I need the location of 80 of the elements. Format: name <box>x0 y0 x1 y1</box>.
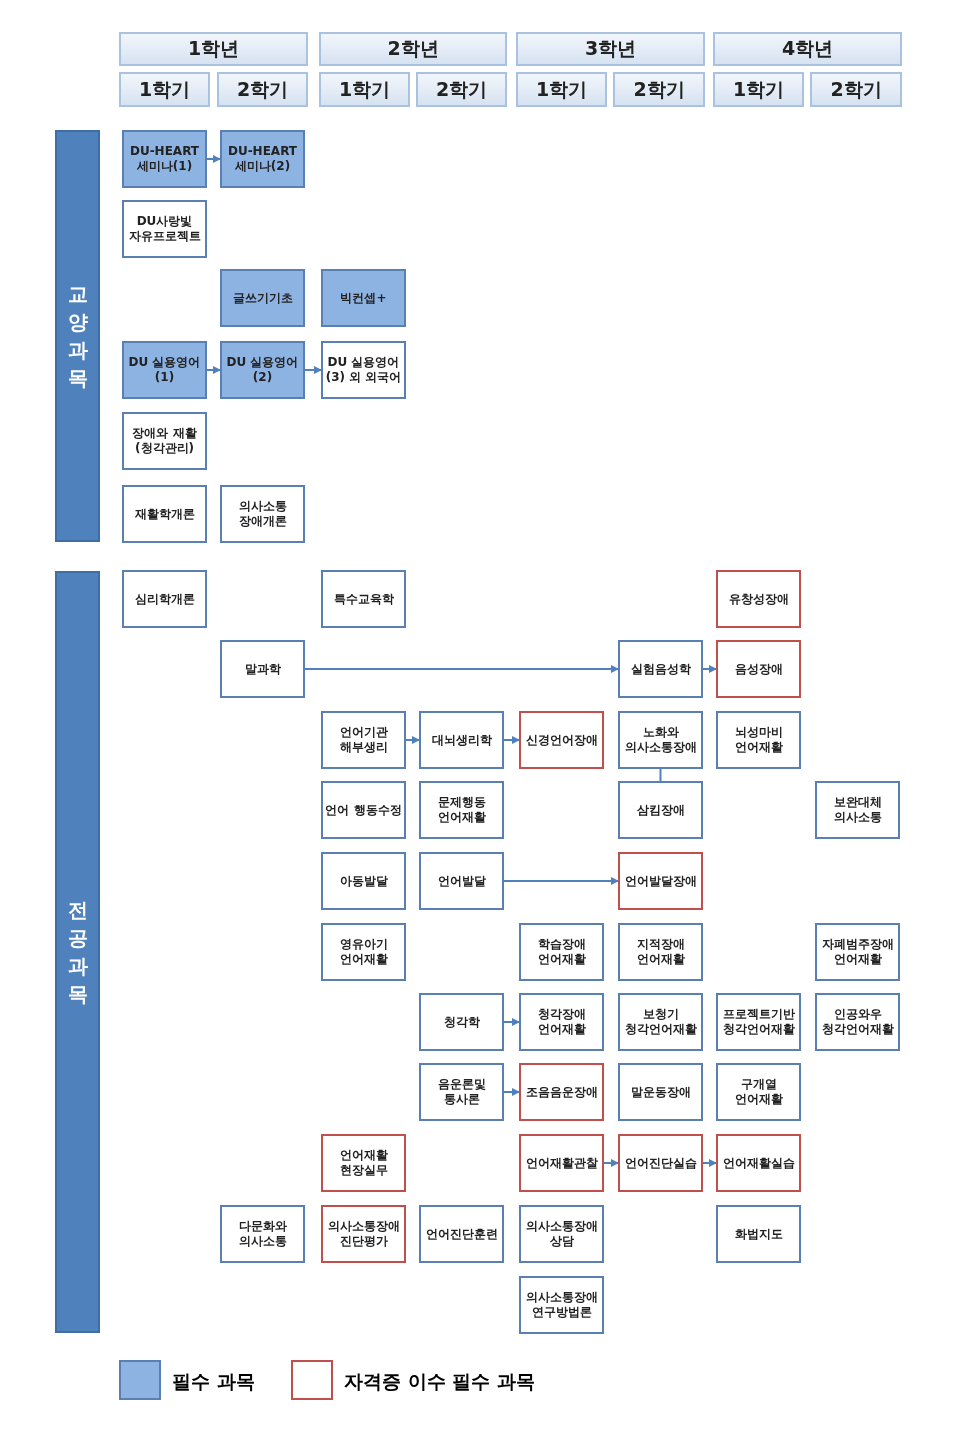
arrow <box>603 1159 619 1167</box>
arrow <box>304 665 619 673</box>
course-box: 말운동장애 <box>618 1063 703 1121</box>
header-cell: 2학기 <box>613 72 705 107</box>
course-box: 다문화와 의사소통 <box>220 1205 305 1263</box>
course-box: 보청기 청각언어재활 <box>618 993 703 1051</box>
header-cell: 2학기 <box>810 72 902 107</box>
course-box: DU-HEART 세미나(1) <box>122 130 207 188</box>
course-box: 청각학 <box>419 993 504 1051</box>
section-band: 교양과목 <box>55 130 100 542</box>
course-box: 음성장애 <box>716 640 801 698</box>
course-box: 구개열 언어재활 <box>716 1063 801 1121</box>
arrow <box>304 366 322 374</box>
section-band: 전공과목 <box>55 571 100 1333</box>
course-box: 재활학개론 <box>122 485 207 543</box>
course-box: 프로젝트기반 청각언어재활 <box>716 993 801 1051</box>
course-box: DU 실용영어(2) <box>220 341 305 399</box>
header-cell: 2학년 <box>319 32 507 66</box>
header-cell: 1학기 <box>119 72 210 107</box>
course-box: 영유아기 언어재활 <box>321 923 406 981</box>
course-box: 글쓰기기초 <box>220 269 305 327</box>
course-box: DU 실용영어(1) <box>122 341 207 399</box>
course-box: DU-HEART 세미나(2) <box>220 130 305 188</box>
arrow <box>206 366 221 374</box>
arrow <box>405 736 420 744</box>
course-box: DU 실용영어(3) 외 외국어 <box>321 341 406 399</box>
course-box: 화법지도 <box>716 1205 801 1263</box>
arrow <box>503 1018 520 1026</box>
arrow <box>206 155 221 163</box>
course-box: 의사소통장애 진단평가 <box>321 1205 406 1263</box>
course-box: 뇌성마비 언어재활 <box>716 711 801 769</box>
header-cell: 1학년 <box>119 32 308 66</box>
legend-label: 필수 과목 <box>172 1369 255 1394</box>
course-box: 언어발달 <box>419 852 504 910</box>
course-box: 심리학개론 <box>122 570 207 628</box>
course-box: 특수교육학 <box>321 570 406 628</box>
course-box: 언어재활 현장실무 <box>321 1134 406 1192</box>
course-box: 의사소통장애 연구방법론 <box>519 1276 604 1334</box>
course-box: 지적장애 언어재활 <box>618 923 703 981</box>
course-box: 언어재활관찰 <box>519 1134 604 1192</box>
course-box: 노화와 의사소통장애 <box>618 711 703 769</box>
course-box: 의사소통장애 상담 <box>519 1205 604 1263</box>
header-cell: 1학기 <box>516 72 607 107</box>
course-box: 신경언어장애 <box>519 711 604 769</box>
arrow <box>702 665 717 673</box>
course-box: 언어재활실습 <box>716 1134 801 1192</box>
course-box: 실험음성학 <box>618 640 703 698</box>
arrow <box>503 736 520 744</box>
course-box: 말과학 <box>220 640 305 698</box>
course-box: 언어발달장애 <box>618 852 703 910</box>
course-box: 유창성장애 <box>716 570 801 628</box>
header-cell: 2학기 <box>416 72 507 107</box>
arrow <box>503 877 619 885</box>
course-box: 자폐범주장애 언어재활 <box>815 923 900 981</box>
header-cell: 4학년 <box>713 32 902 66</box>
header-cell: 1학기 <box>713 72 804 107</box>
course-box: 아동발달 <box>321 852 406 910</box>
arrow <box>503 1088 520 1096</box>
legend-label: 자격증 이수 필수 과목 <box>344 1369 535 1394</box>
course-box: 학습장애 언어재활 <box>519 923 604 981</box>
course-box: 삼킴장애 <box>618 781 703 839</box>
course-box: 장애와 재활 (청각관리) <box>122 412 207 470</box>
header-cell: 3학년 <box>516 32 705 66</box>
header-cell: 1학기 <box>319 72 410 107</box>
course-box: 언어진단훈련 <box>419 1205 504 1263</box>
course-box: 문제행동 언어재활 <box>419 781 504 839</box>
course-box: 보완대체 의사소통 <box>815 781 900 839</box>
course-box: 의사소통 장애개론 <box>220 485 305 543</box>
header-cell: 2학기 <box>217 72 308 107</box>
course-box: DU사랑빛 자유프로젝트 <box>122 200 207 258</box>
course-box: 언어진단실습 <box>618 1134 703 1192</box>
course-box: 조음음운장애 <box>519 1063 604 1121</box>
course-box: 청각장애 언어재활 <box>519 993 604 1051</box>
course-box: 빅컨셉+ <box>321 269 406 327</box>
course-box: 언어기관 해부생리 <box>321 711 406 769</box>
course-box: 언어 행동수정 <box>321 781 406 839</box>
course-box: 음운론및 통사론 <box>419 1063 504 1121</box>
arrow <box>702 1159 717 1167</box>
course-box: 인공와우 청각언어재활 <box>815 993 900 1051</box>
course-box: 대뇌생리학 <box>419 711 504 769</box>
